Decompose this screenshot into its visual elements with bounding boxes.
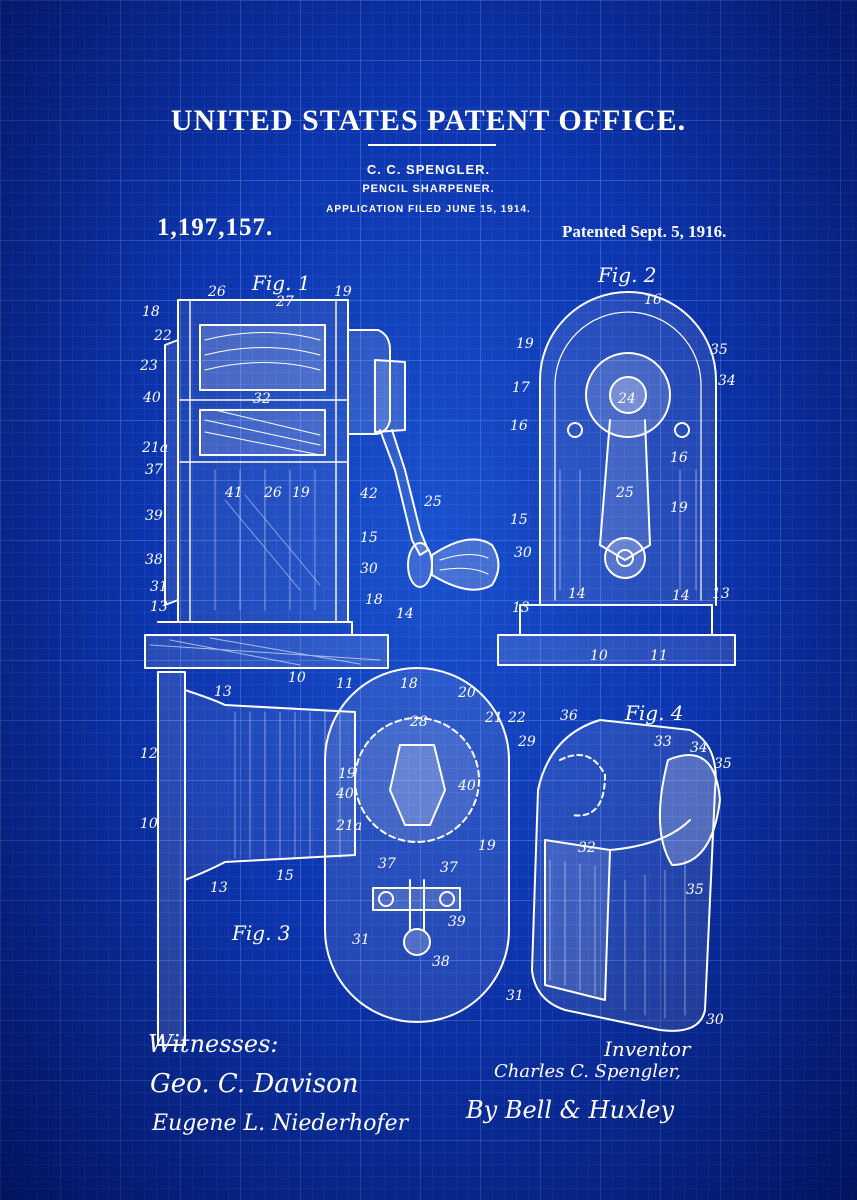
- patent-number: 1,197,157.: [157, 214, 274, 241]
- ref-num: 30: [514, 545, 532, 561]
- ref-num: 21: [484, 710, 503, 726]
- heading-rule: [368, 144, 496, 146]
- ref-num: 37: [378, 856, 396, 872]
- ref-num: 32: [253, 391, 271, 407]
- ref-num: 13: [512, 600, 530, 616]
- ref-num: 18: [400, 676, 418, 692]
- ref-num: 19: [516, 336, 534, 352]
- ref-num: 36: [560, 708, 578, 724]
- ref-num: 35: [686, 882, 704, 898]
- witness-signature-2: Eugene L. Niederhofer: [151, 1111, 410, 1136]
- ref-num: 34: [690, 740, 708, 756]
- ref-num: 13: [214, 684, 232, 700]
- ref-num: 19: [338, 766, 356, 782]
- ref-num: 14: [568, 586, 586, 602]
- ref-num: 34: [718, 373, 736, 389]
- ref-num: 23: [139, 358, 158, 374]
- ref-num: 13: [210, 880, 228, 896]
- application-filed: APPLICATION FILED JUNE 15, 1914.: [326, 204, 531, 215]
- ref-num: 37: [145, 462, 163, 478]
- ref-num: 11: [336, 676, 354, 692]
- ref-num: 40: [142, 390, 161, 406]
- ref-num: 32: [578, 840, 596, 856]
- attorney-signature: By Bell & Huxley: [465, 1096, 674, 1124]
- ref-num: 21a: [335, 818, 362, 834]
- fig-4-label: Fig. 4: [624, 701, 684, 725]
- inventor-signature: Charles C. Spengler,: [494, 1061, 681, 1082]
- ref-num: 12: [140, 746, 158, 762]
- ref-num: 18: [365, 592, 383, 608]
- ref-num: 33: [654, 734, 672, 750]
- ref-num: 16: [670, 450, 688, 466]
- ref-num: 19: [670, 500, 688, 516]
- ref-num: 16: [510, 418, 528, 434]
- ref-num: 22: [153, 328, 172, 344]
- ref-num: 13: [712, 586, 730, 602]
- ref-num: 18: [142, 304, 160, 320]
- ref-num: 41: [224, 485, 243, 501]
- ref-num: 40: [457, 778, 476, 794]
- ref-num: 15: [276, 868, 294, 884]
- ref-num: 19: [478, 838, 496, 854]
- ref-num: 10: [140, 816, 158, 832]
- ref-num: 19: [292, 485, 310, 501]
- ref-num: 17: [512, 380, 530, 396]
- ref-num: 39: [448, 914, 466, 930]
- ref-num: 19: [334, 284, 352, 300]
- fig-3-label: Fig. 3: [231, 921, 291, 945]
- ref-num: 29: [517, 734, 536, 750]
- ref-num: 26: [207, 284, 226, 300]
- ref-num: 42: [359, 486, 378, 502]
- ref-num: 31: [352, 932, 370, 948]
- ref-num: 30: [706, 1012, 724, 1028]
- ref-num: 13: [150, 599, 168, 615]
- ref-num: 37: [440, 860, 458, 876]
- ref-num: 38: [145, 552, 163, 568]
- ref-num: 14: [672, 588, 690, 604]
- ref-num: 26: [263, 485, 282, 501]
- inventor-label: Inventor: [603, 1037, 692, 1061]
- ref-num: 27: [275, 294, 294, 310]
- ref-num: 21a: [141, 440, 168, 456]
- fig-2-label: Fig. 2: [597, 263, 657, 287]
- ref-num: 28: [409, 714, 428, 730]
- ref-num: 15: [510, 512, 528, 528]
- ref-num: 24: [617, 391, 636, 407]
- ref-num: 35: [714, 756, 732, 772]
- ref-num: 10: [590, 648, 608, 664]
- ref-num: 22: [507, 710, 526, 726]
- figure-1-drawing: [144, 299, 500, 669]
- office-heading: UNITED STATES PATENT OFFICE.: [170, 104, 687, 137]
- ref-num: 20: [457, 685, 476, 701]
- ref-num: 16: [644, 292, 662, 308]
- ref-num: 11: [650, 648, 668, 664]
- ref-num: 31: [506, 988, 524, 1004]
- ref-num: 39: [145, 508, 163, 524]
- ref-num: 14: [396, 606, 414, 622]
- fig-1-label: Fig. 1: [251, 271, 311, 295]
- witness-signature-1: Geo. C. Davison: [150, 1069, 358, 1099]
- patented-date: Patented Sept. 5, 1916.: [562, 222, 727, 241]
- figure-3-drawing: [157, 667, 510, 1046]
- ref-num: 31: [150, 579, 168, 595]
- witnesses-label: Witnesses:: [148, 1030, 278, 1058]
- ref-num: 10: [288, 670, 306, 686]
- ref-num: 25: [615, 485, 634, 501]
- reference-numerals: 26 27 19 18 22 23 40 32 21a 37 41 26 19 …: [139, 284, 736, 1028]
- figure-2-drawing: [497, 291, 736, 666]
- figure-4-drawing: [531, 719, 721, 1032]
- ref-num: 38: [432, 954, 450, 970]
- signature-block: Witnesses: Geo. C. Davison Eugene L. Nie…: [148, 1030, 692, 1136]
- invention-title: PENCIL SHARPENER.: [362, 183, 495, 195]
- inventor-heading: C. C. SPENGLER.: [366, 162, 491, 177]
- ref-num: 25: [423, 494, 442, 510]
- ref-num: 15: [360, 530, 378, 546]
- ref-num: 35: [710, 342, 728, 358]
- ref-num: 30: [360, 561, 378, 577]
- ref-num: 40: [335, 786, 354, 802]
